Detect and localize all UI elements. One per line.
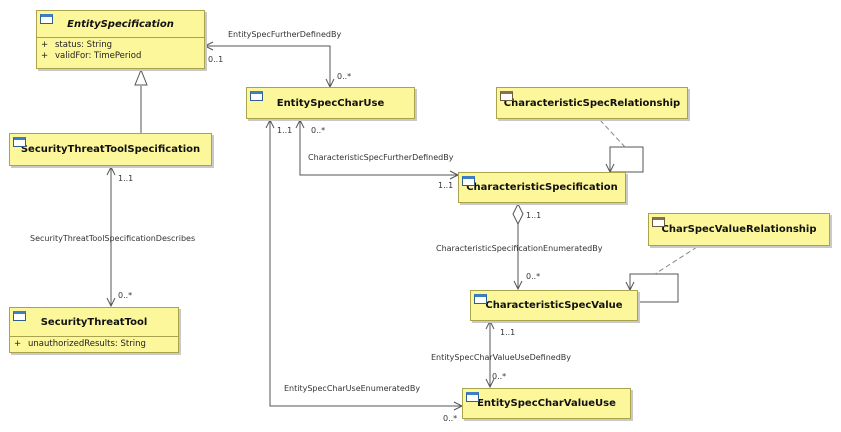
class-name: CharacteristicSpecRelationship <box>503 97 681 109</box>
class-icon <box>13 311 26 321</box>
class-characteristic-specification[interactable]: CharacteristicSpecification <box>458 172 626 203</box>
assoc-entity-spec-char-use-enumerated-by[interactable] <box>269 120 462 407</box>
attribute-text: unauthorizedResults: String <box>28 339 146 349</box>
attribute-text: status: String <box>55 40 113 50</box>
class-name: SecurityThreatToolSpecification <box>20 144 201 155</box>
multiplicity-label: 1..1 <box>500 328 516 337</box>
class-name: EntitySpecCharValueUse <box>477 398 616 409</box>
arrowhead <box>295 118 305 129</box>
class-name: CharacteristicSpecValue <box>485 300 623 311</box>
assoc-entity-spec-further-defined-by[interactable] <box>205 45 331 87</box>
class-icon <box>474 294 487 304</box>
assoc-name-label: EntitySpecCharUseEnumeratedBy <box>284 384 421 393</box>
assoc-class-link-char-spec-value-relationship <box>654 246 698 275</box>
self-assoc-characteristic-specification[interactable] <box>609 146 644 173</box>
generalization-triangle <box>134 68 148 86</box>
class-entity-spec-char-value-use[interactable]: EntitySpecCharValueUse <box>462 388 631 419</box>
association-class-icon <box>500 91 513 101</box>
attribute-compartment: + status: String + validFor: TimePeriod <box>37 37 204 64</box>
visibility-marker: + <box>14 339 22 349</box>
class-name: EntitySpecification <box>67 18 174 30</box>
assoc-characteristic-spec-further-defined-by[interactable] <box>299 120 458 176</box>
assoc-name-label: EntitySpecFurtherDefinedBy <box>228 30 342 39</box>
class-icon <box>466 392 479 402</box>
arrowhead <box>265 118 275 129</box>
visibility-marker: + <box>41 40 49 50</box>
visibility-marker: + <box>41 51 49 61</box>
arrowhead <box>485 319 495 330</box>
class-name: CharacteristicSpecification <box>466 182 618 193</box>
attribute-row: + unauthorizedResults: String <box>14 339 178 350</box>
arrowhead <box>513 280 523 291</box>
multiplicity-label: 1..1 <box>438 181 454 190</box>
multiplicity-label: 1..1 <box>277 126 293 135</box>
class-entity-specification[interactable]: EntitySpecification + status: String + val… <box>36 10 205 69</box>
class-char-spec-value-relationship[interactable]: CharSpecValueRelationship <box>648 213 830 246</box>
assoc-class-link-characteristic-spec-relationship <box>599 119 626 148</box>
class-security-threat-tool-specification[interactable]: SecurityThreatToolSpecification <box>9 133 212 166</box>
arrowhead <box>203 41 214 51</box>
multiplicity-label: 1..1 <box>526 211 542 220</box>
class-icon <box>462 176 475 186</box>
class-icon <box>13 137 26 147</box>
multiplicity-label: 0..* <box>118 291 133 300</box>
attribute-row: + status: String <box>41 40 204 51</box>
class-entity-spec-char-use[interactable]: EntitySpecCharUse <box>246 87 415 119</box>
attribute-compartment: + unauthorizedResults: String <box>10 336 178 352</box>
class-name: CharSpecValueRelationship <box>661 224 817 235</box>
multiplicity-label: 0..* <box>526 272 541 281</box>
class-security-threat-tool[interactable]: SecurityThreatTool + unauthorizedResults:… <box>9 307 179 353</box>
attribute-text: validFor: TimePeriod <box>55 51 142 61</box>
class-characteristic-spec-relationship[interactable]: CharacteristicSpecRelationship <box>496 87 688 119</box>
arrowhead <box>106 297 116 308</box>
arrowhead <box>485 378 495 389</box>
class-icon <box>40 14 53 24</box>
class-name: EntitySpecCharUse <box>276 97 385 109</box>
multiplicity-label: 0..* <box>492 372 507 381</box>
class-characteristic-spec-value[interactable]: CharacteristicSpecValue <box>470 290 638 321</box>
multiplicity-label: 0..* <box>311 126 326 135</box>
multiplicity-label: 0..* <box>337 72 352 81</box>
aggregation-diamond <box>512 202 524 226</box>
assoc-name-label: CharacteristicSpecFurtherDefinedBy <box>308 153 454 162</box>
multiplicity-label: 1..1 <box>118 174 134 183</box>
multiplicity-label: 0..1 <box>208 55 224 64</box>
arrowhead <box>106 165 116 176</box>
assoc-name-label: SecurityThreatToolSpecificationDescribes <box>30 234 196 243</box>
class-icon <box>250 91 263 101</box>
attribute-row: + validFor: TimePeriod <box>41 51 204 62</box>
assoc-name-label: EntitySpecCharValueUseDefinedBy <box>431 353 572 362</box>
assoc-name-label: CharacteristicSpecificationEnumeratedBy <box>436 244 603 253</box>
self-assoc-characteristic-spec-value[interactable] <box>629 273 679 303</box>
multiplicity-label: 0..* <box>443 414 458 423</box>
association-class-icon <box>652 217 665 227</box>
class-name: SecurityThreatTool <box>40 316 148 328</box>
